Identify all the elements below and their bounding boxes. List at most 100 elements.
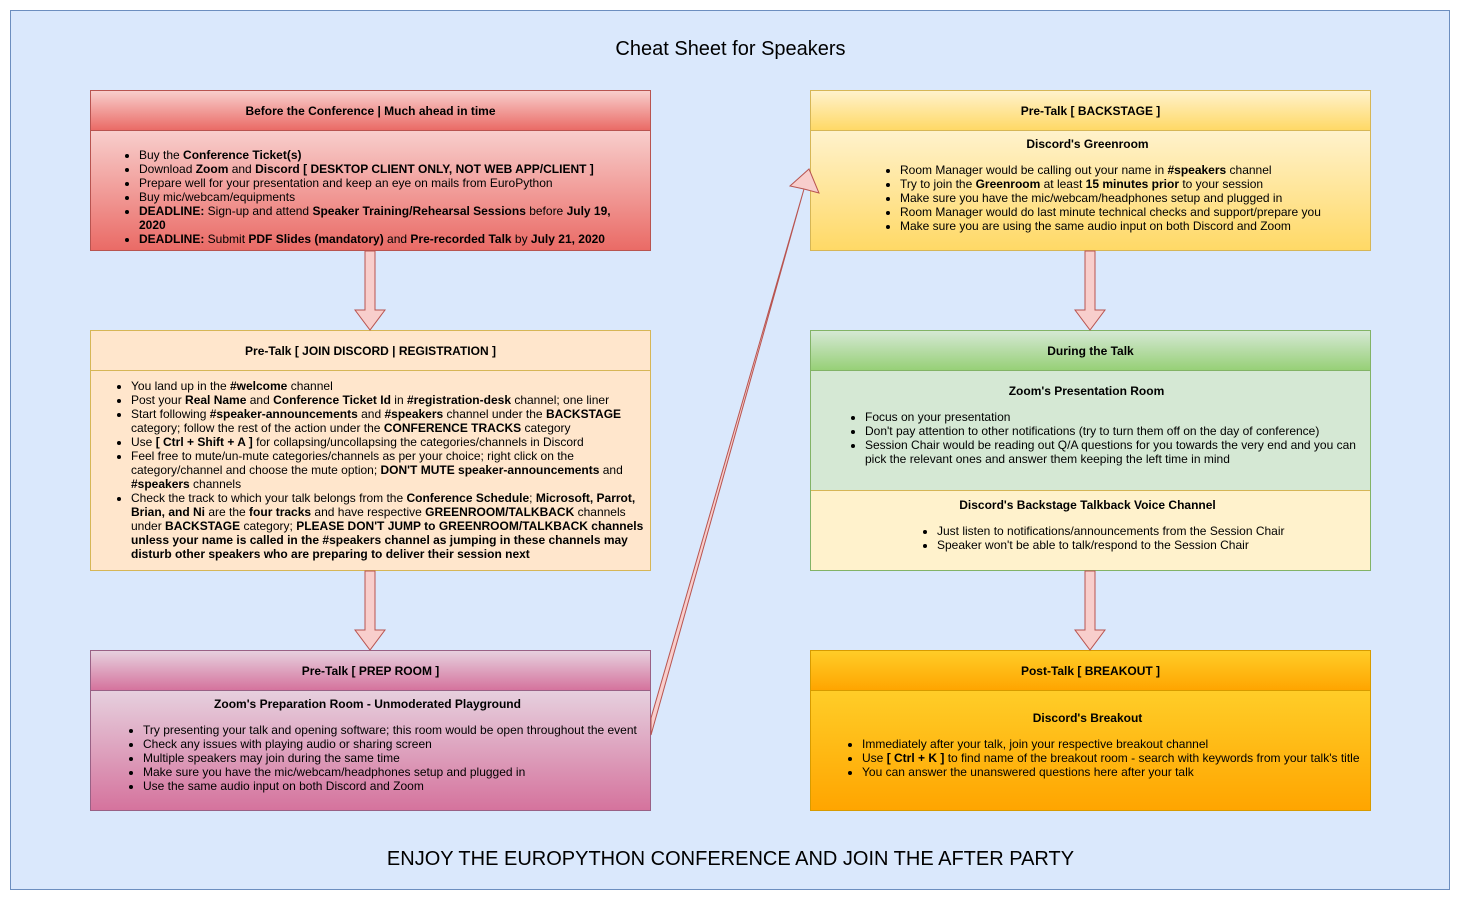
list-item: Use [ Ctrl + K ] to find name of the bre… (862, 751, 1364, 765)
list-item: Focus on your presentation (865, 410, 1362, 424)
text-segment: Session Chair would be reading out Q/A q… (865, 438, 1356, 466)
text-segment: Try to join the (900, 177, 976, 191)
list-item: Try presenting your talk and opening sof… (143, 723, 644, 737)
text-segment: Multiple speakers may join during the sa… (143, 751, 400, 765)
bold-text: Discord (255, 162, 300, 176)
text-segment: Prepare well for your presentation and k… (139, 176, 553, 190)
bold-text: Real Name (185, 393, 247, 407)
bold-text: PDF Slides (mandatory) (248, 232, 384, 246)
arrow-prep-to-backstage (650, 168, 820, 736)
list-item: Feel free to mute/un-mute categories/cha… (131, 449, 644, 491)
bold-text: #welcome (229, 379, 288, 393)
discord-talkback-subtitle: Discord's Backstage Talkback Voice Chann… (959, 498, 1216, 512)
bold-text: DON'T MUTE speaker-announcements (380, 463, 600, 477)
bold-text: four tracks (249, 505, 312, 519)
text-segment: category; (240, 519, 297, 533)
arrow-during-to-post (1074, 570, 1106, 651)
bold-text: 15 minutes prior (1085, 177, 1179, 191)
text-segment: in (390, 393, 407, 407)
list-item: Multiple speakers may join during the sa… (143, 751, 644, 765)
text-segment: Don't pay attention to other notificatio… (865, 424, 1320, 438)
backstage-box: Pre-Talk [ BACKSTAGE ] Discord's Greenro… (810, 90, 1371, 251)
bold-text: DEADLINE: (139, 204, 205, 218)
list-item: Use the same audio input on both Discord… (143, 779, 644, 793)
list-item: Check the track to which your talk belon… (131, 491, 644, 561)
text-segment: and (246, 393, 274, 407)
text-segment: category (521, 421, 571, 435)
list-item: Room Manager would be calling out your n… (900, 163, 1364, 177)
text-segment: ; (529, 491, 536, 505)
bold-text: #speakers (384, 407, 444, 421)
text-segment: You can answer the unanswered questions … (862, 765, 1194, 779)
text-segment: You land up in the (131, 379, 230, 393)
bold-text: #registration-desk (406, 393, 511, 407)
discord-talkback-list: Just listen to notifications/announcemen… (811, 524, 1364, 552)
text-segment: Check the track to which your talk belon… (131, 491, 407, 505)
list-item: Session Chair would be reading out Q/A q… (865, 438, 1362, 466)
text-segment: Buy the (139, 148, 184, 162)
list-item: Post your Real Name and Conference Ticke… (131, 393, 644, 407)
zoom-presentation-list: Focus on your presentationDon't pay atte… (811, 410, 1362, 466)
list-item: Prepare well for your presentation and k… (139, 176, 640, 190)
text-segment: Use (862, 751, 887, 765)
text-segment: at least (1040, 177, 1086, 191)
list-item: Try to join the Greenroom at least 15 mi… (900, 177, 1364, 191)
prep-room-list: Try presenting your talk and opening sof… (91, 723, 644, 793)
text-segment: and (599, 463, 623, 477)
arrow-join-to-prep (354, 570, 386, 651)
footer-message: ENJOY THE EUROPYTHON CONFERENCE AND JOIN… (386, 848, 1075, 870)
text-segment: before (525, 204, 567, 218)
backstage-header: Pre-Talk [ BACKSTAGE ] (811, 91, 1370, 131)
text-segment: category; follow the rest of the action … (131, 421, 384, 435)
text-segment: channels (189, 477, 242, 491)
before-conference-list: Buy the Conference Ticket(s)Download Zoo… (91, 148, 640, 246)
join-discord-list: You land up in the #welcome channelPost … (91, 379, 644, 561)
text-segment: Use the same audio input on both Discord… (143, 779, 424, 793)
arrow-backstage-to-during (1074, 250, 1106, 331)
list-item: Just listen to notifications/announcemen… (937, 524, 1364, 538)
text-segment: and (228, 162, 256, 176)
bold-text: DEADLINE: (139, 232, 205, 246)
bold-text: Microsoft, Parrot, Brian, and Ni (131, 491, 636, 519)
breakout-list: Immediately after your talk, join your r… (811, 737, 1364, 779)
bold-text: GREENROOM/TALKBACK (425, 505, 575, 519)
bold-text: #speakers (131, 477, 190, 491)
bold-text: Conference Ticket(s) (183, 148, 302, 162)
text-segment: channels under (131, 505, 626, 533)
text-segment: channel (287, 379, 333, 393)
bold-text: Greenroom (975, 177, 1041, 191)
list-item: Use [ Ctrl + Shift + A ] for collapsing/… (131, 435, 644, 449)
list-item: Start following #speaker-announcements a… (131, 407, 644, 435)
text-segment: Focus on your presentation (865, 410, 1011, 424)
text-segment: channel under the (443, 407, 546, 421)
join-discord-box: Pre-Talk [ JOIN DISCORD | REGISTRATION ]… (90, 330, 651, 571)
list-item: Buy the Conference Ticket(s) (139, 148, 640, 162)
list-item: DEADLINE: Submit PDF Slides (mandatory) … (139, 232, 640, 246)
backstage-subtitle: Discord's Greenroom (1026, 137, 1149, 151)
text-segment: Check any issues with playing audio or s… (143, 737, 432, 751)
text-segment: Sign-up and attend (204, 204, 313, 218)
backstage-list: Room Manager would be calling out your n… (811, 163, 1364, 233)
text-segment: Start following (131, 407, 210, 421)
bold-text: [ Ctrl + K ] (886, 751, 945, 765)
bold-text: CONFERENCE TRACKS (383, 421, 522, 435)
list-item: Make sure you are using the same audio i… (900, 219, 1364, 233)
breakout-box: Post-Talk [ BREAKOUT ] Discord's Breakou… (810, 650, 1371, 811)
bold-text: [ DESKTOP CLIENT ONLY, NOT WEB APP/CLIEN… (303, 162, 594, 176)
text-segment: Feel free to mute/un-mute categories/cha… (131, 449, 574, 477)
bold-text: BACKSTAGE (165, 519, 241, 533)
text-segment: Make sure you have the mic/webcam/headph… (900, 191, 1283, 205)
prep-room-box: Pre-Talk [ PREP ROOM ] Zoom's Preparatio… (90, 650, 651, 811)
text-segment: to your session (1179, 177, 1264, 191)
bold-text: #speaker-announcements (209, 407, 358, 421)
bold-text: [ Ctrl + Shift + A ] (155, 435, 253, 449)
text-segment: Use (131, 435, 156, 449)
bold-text: Conference Schedule (406, 491, 530, 505)
bold-text: BACKSTAGE (545, 407, 622, 421)
bold-text: July 21, 2020 (530, 232, 605, 246)
arrow-before-to-join (354, 250, 386, 331)
list-item: You can answer the unanswered questions … (862, 765, 1364, 779)
text-segment: and (357, 407, 385, 421)
list-item: Speaker won't be able to talk/respond to… (937, 538, 1364, 552)
